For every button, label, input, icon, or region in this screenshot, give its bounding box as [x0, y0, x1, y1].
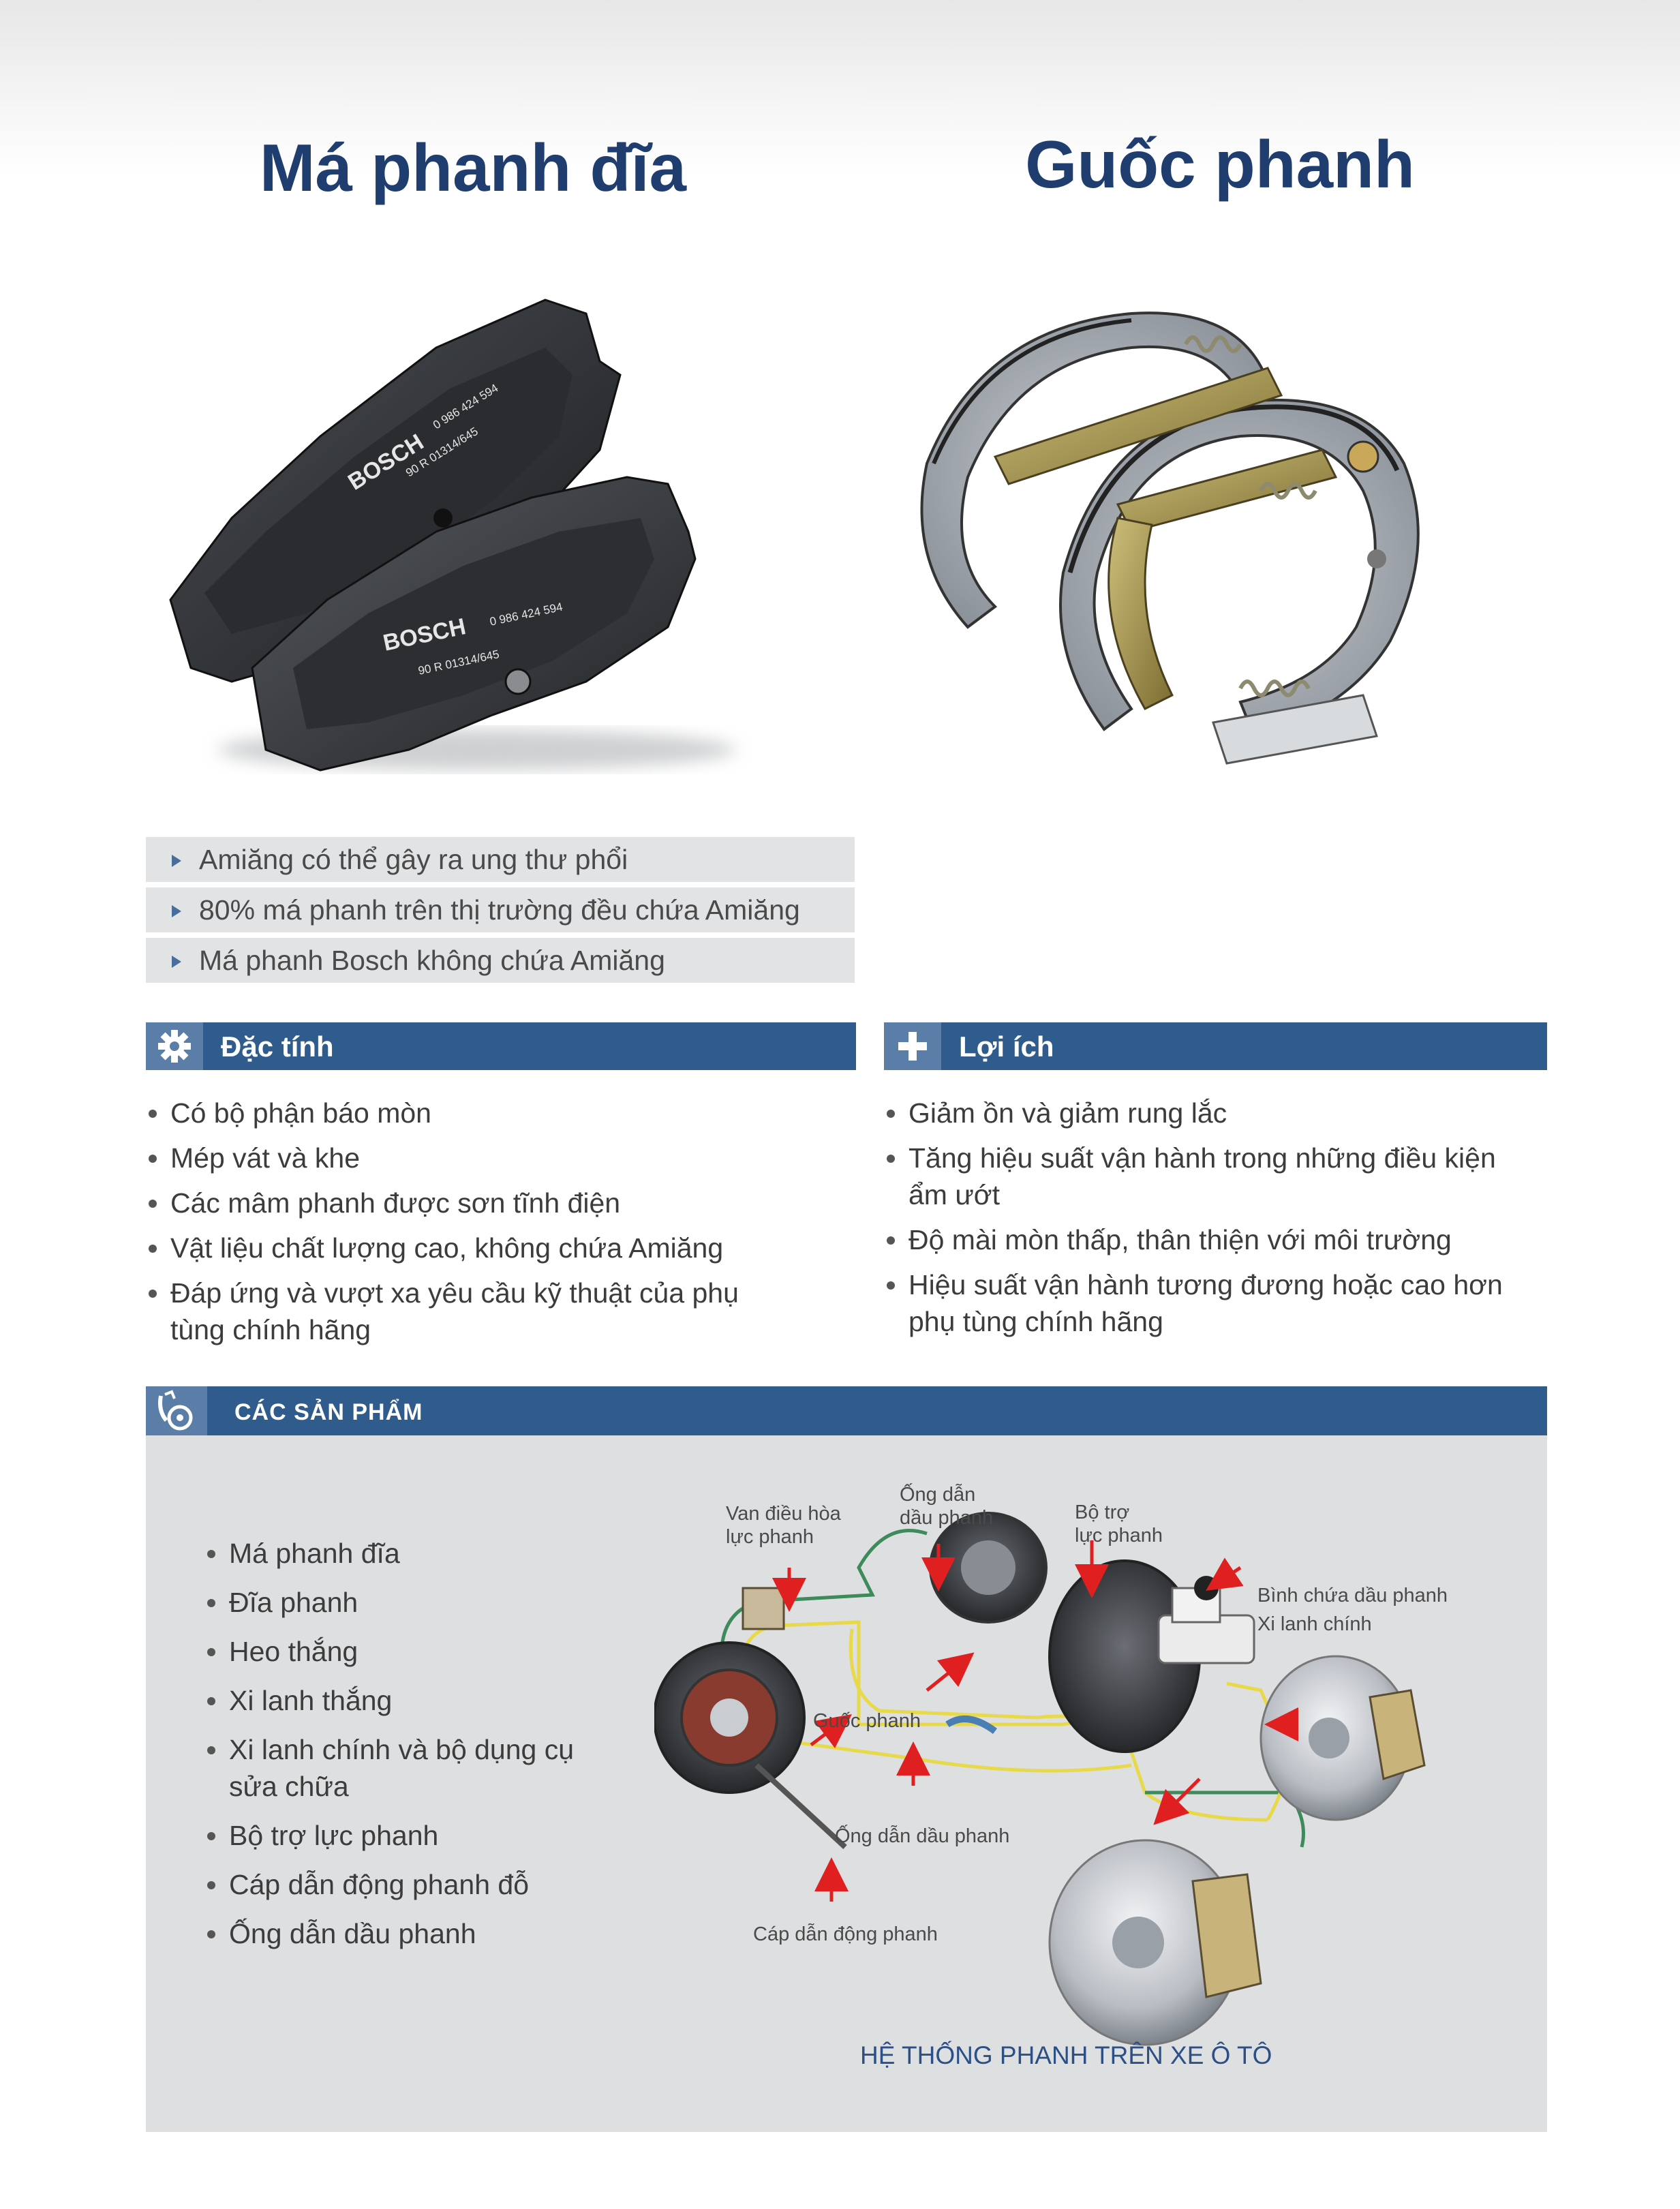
warning-text: Má phanh Bosch không chứa Amiăng	[199, 945, 665, 976]
warning-item: Amiăng có thể gây ra ung thư phổi	[146, 837, 855, 882]
list-item: Xi lanh chính và bộ dụng cụ sửa chữa	[204, 1731, 613, 1805]
plus-icon	[884, 1022, 941, 1070]
warning-text: Amiăng có thể gây ra ung thư phổi	[199, 844, 628, 875]
warning-item: 80% má phanh trên thị trường đều chứa Am…	[146, 887, 855, 932]
list-item: Tăng hiệu suất vận hành trong những điều…	[884, 1140, 1525, 1213]
features-list: Có bộ phận báo mòn Mép vát và khe Các mâ…	[146, 1095, 855, 1356]
benefits-heading: Lợi ích	[959, 1031, 1054, 1063]
label-valve-2: lực phanh	[726, 1526, 814, 1548]
triangle-bullet-icon	[172, 956, 181, 968]
list-item: Giảm ồn và giảm rung lắc	[884, 1095, 1525, 1131]
features-header: Đặc tính	[146, 1022, 856, 1070]
brake-pad-image: BOSCH 0 986 424 594 90 R 01314/645 BOSCH…	[169, 299, 736, 772]
diagram-caption: HỆ THỐNG PHANH TRÊN XE Ô TÔ	[860, 2041, 1272, 2069]
products-header: CÁC SẢN PHẨM	[146, 1386, 1547, 1435]
list-item: Heo thắng	[204, 1633, 613, 1670]
list-item: Vật liệu chất lượng cao, không chứa Amiă…	[146, 1230, 855, 1266]
label-booster-1: Bộ trợ	[1075, 1502, 1129, 1523]
list-item: Độ mài mòn thấp, thân thiện với môi trườ…	[884, 1221, 1525, 1258]
products-list: Má phanh đĩa Đĩa phanh Heo thắng Xi lanh…	[204, 1535, 613, 1964]
brake-system-icon	[146, 1386, 207, 1435]
label-valve-1: Van điều hòa	[726, 1503, 842, 1525]
list-item: Bộ trợ lực phanh	[204, 1817, 613, 1854]
label-brake-pipe: Ống dẫn dầu phanh	[835, 1824, 1009, 1847]
triangle-bullet-icon	[172, 855, 181, 867]
warning-text: 80% má phanh trên thị trường đều chứa Am…	[199, 894, 800, 926]
list-item: Cáp dẫn động phanh đỗ	[204, 1866, 613, 1903]
list-item: Xi lanh thắng	[204, 1682, 613, 1719]
warning-item: Má phanh Bosch không chứa Amiăng	[146, 938, 855, 983]
label-brake-shoe: Guốc phanh	[813, 1710, 921, 1732]
list-item: Ống dẫn dầu phanh	[204, 1915, 613, 1952]
title-brake-shoe: Guốc phanh	[1025, 127, 1415, 202]
title-disc-brake-pad: Má phanh đĩa	[259, 130, 687, 205]
list-item: Mép vát và khe	[146, 1140, 855, 1176]
benefits-header: Lợi ích	[884, 1022, 1547, 1070]
list-item: Có bộ phận báo mòn	[146, 1095, 855, 1131]
label-brake-cable: Cáp dẫn động phanh	[753, 1923, 938, 1945]
list-item: Má phanh đĩa	[204, 1535, 613, 1572]
brake-shoe-image	[920, 311, 1420, 765]
brake-system-diagram: Van điều hòa lực phanh Ống dẫn dầu phanh…	[654, 1482, 1448, 2069]
list-item: Hiệu suất vận hành tương đương hoặc cao …	[884, 1266, 1525, 1340]
triangle-bullet-icon	[172, 905, 181, 917]
label-booster-2: lực phanh	[1075, 1525, 1163, 1547]
features-heading: Đặc tính	[221, 1031, 334, 1063]
list-item: Các mâm phanh được sơn tĩnh điện	[146, 1185, 855, 1221]
list-item: Đáp ứng và vượt xa yêu cầu kỹ thuật của …	[146, 1275, 855, 1348]
label-pipe-top-1: Ống dẫn	[900, 1482, 975, 1506]
gear-icon	[146, 1022, 203, 1070]
label-master-cylinder: Xi lanh chính	[1257, 1613, 1372, 1635]
label-reservoir: Bình chứa dầu phanh	[1257, 1585, 1448, 1606]
list-item: Đĩa phanh	[204, 1584, 613, 1621]
products-heading: CÁC SẢN PHẨM	[234, 1399, 423, 1425]
benefits-list: Giảm ồn và giảm rung lắc Tăng hiệu suất …	[884, 1095, 1525, 1348]
label-pipe-top-2: dầu phanh	[900, 1507, 993, 1529]
